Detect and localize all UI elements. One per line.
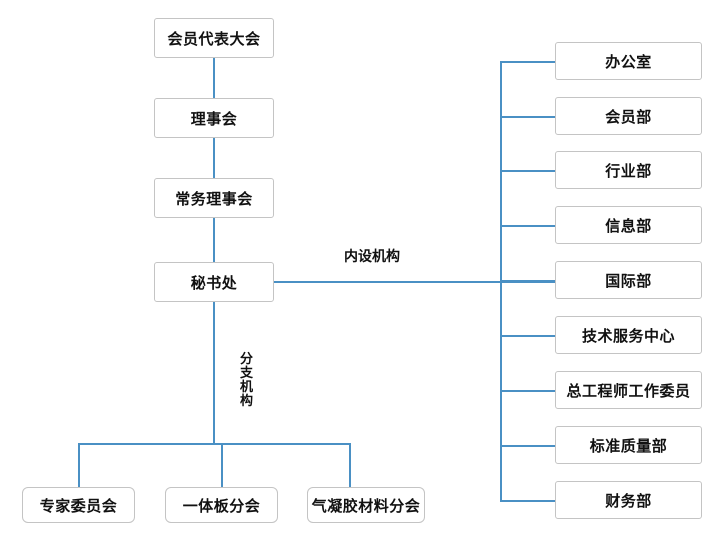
node-label: 会员代表大会	[167, 29, 261, 48]
stub-finance	[500, 500, 555, 502]
node-label: 财务部	[605, 491, 652, 510]
branch-horizontal-bus	[78, 443, 350, 445]
connector-secretariat-to-internal-spine	[274, 281, 555, 283]
connector-assembly-to-council	[213, 58, 215, 98]
node-expert-committee[interactable]: 专家委员会	[22, 487, 135, 523]
label-branch-organizations: 分 支 机 构	[240, 352, 254, 410]
branch-label-char: 机	[240, 380, 254, 396]
connector-secretariat-to-branch-bus	[213, 302, 215, 444]
node-label: 常务理事会	[175, 189, 253, 208]
stub-membership	[500, 116, 555, 118]
stub-information	[500, 225, 555, 227]
node-chief-engineer-committee[interactable]: 总工程师工作委员	[555, 371, 702, 409]
stub-standards-quality	[500, 445, 555, 447]
node-international-department[interactable]: 国际部	[555, 261, 702, 299]
node-label: 气凝胶材料分会	[311, 496, 421, 515]
node-label: 秘书处	[190, 273, 238, 292]
node-integrated-board-branch[interactable]: 一体板分会	[165, 487, 278, 523]
node-label: 会员部	[605, 107, 652, 126]
node-label: 国际部	[605, 271, 652, 290]
node-aerogel-material-branch[interactable]: 气凝胶材料分会	[307, 487, 425, 523]
node-label: 行业部	[605, 161, 652, 180]
label-internal-departments: 内设机构	[344, 249, 400, 265]
node-council[interactable]: 理事会	[154, 98, 274, 138]
node-label: 办公室	[605, 52, 652, 71]
stub-international	[500, 280, 555, 282]
node-standing-council[interactable]: 常务理事会	[154, 178, 274, 218]
node-label: 技术服务中心	[581, 326, 675, 345]
node-membership-department[interactable]: 会员部	[555, 97, 702, 135]
connector-standing-to-secretariat	[213, 218, 215, 262]
drop-expert-committee	[78, 443, 80, 487]
stub-chief-engineer	[500, 390, 555, 392]
node-technical-service-center[interactable]: 技术服务中心	[555, 316, 702, 354]
node-secretariat[interactable]: 秘书处	[154, 262, 274, 302]
node-standards-quality-department[interactable]: 标准质量部	[555, 426, 702, 464]
node-label: 信息部	[605, 216, 652, 235]
stub-industry	[500, 170, 555, 172]
branch-label-char: 构	[240, 394, 254, 410]
stub-office	[500, 61, 555, 63]
drop-aerogel-material	[349, 443, 351, 487]
node-label: 总工程师工作委员	[566, 381, 691, 400]
stub-technical-service	[500, 335, 555, 337]
node-information-department[interactable]: 信息部	[555, 206, 702, 244]
node-label: 理事会	[190, 109, 238, 128]
node-label: 一体板分会	[182, 496, 261, 515]
node-members-assembly[interactable]: 会员代表大会	[154, 18, 274, 58]
node-label: 标准质量部	[589, 436, 668, 455]
node-industry-department[interactable]: 行业部	[555, 151, 702, 189]
node-label: 专家委员会	[39, 496, 118, 515]
branch-label-char: 支	[240, 366, 254, 382]
node-office[interactable]: 办公室	[555, 42, 702, 80]
connector-council-to-standing	[213, 138, 215, 178]
node-finance-department[interactable]: 财务部	[555, 481, 702, 519]
branch-label-char: 分	[240, 352, 254, 367]
drop-integrated-board	[221, 443, 223, 487]
